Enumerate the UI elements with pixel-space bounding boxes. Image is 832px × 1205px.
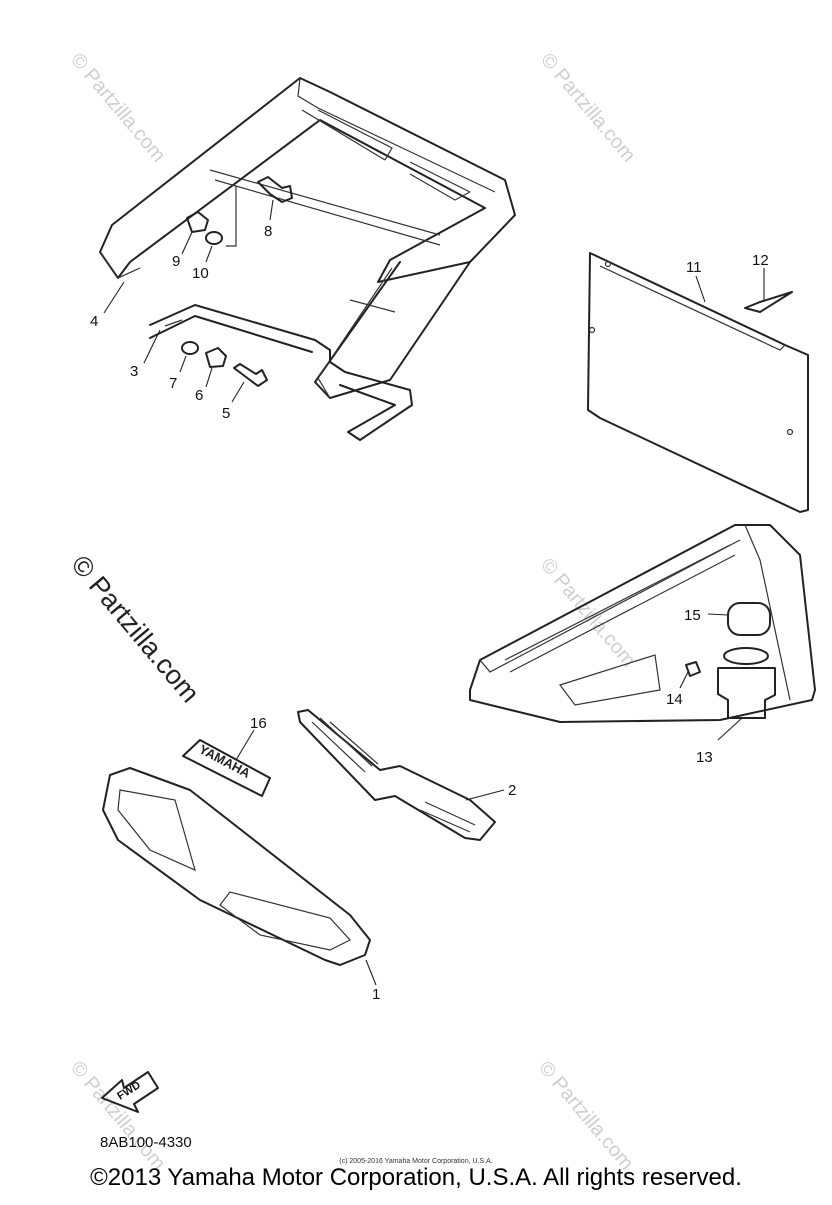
leader-lines xyxy=(103,199,765,986)
watermarks: © Partzilla.com © Partzilla.com © Partzi… xyxy=(65,49,639,1174)
copyright-notice: ©2013 Yamaha Motor Corporation, U.S.A. A… xyxy=(90,1164,742,1191)
bolt-8-icon xyxy=(257,176,293,203)
nut-9-icon xyxy=(186,211,209,233)
fasteners xyxy=(181,176,293,387)
small-copyright: (c) 2005-2016 Yamaha Motor Corporation, … xyxy=(339,1158,493,1165)
lamp-15-icon xyxy=(727,602,771,636)
callout-9: 9 xyxy=(172,253,180,270)
callout-12: 12 xyxy=(752,252,769,269)
callout-14: 14 xyxy=(666,691,683,708)
nut-6-icon xyxy=(205,347,227,368)
callout-3: 3 xyxy=(130,363,138,380)
watermark-bottom-right: © Partzilla.com xyxy=(534,1057,637,1174)
diagram-code: 8AB100-4330 xyxy=(100,1134,192,1151)
callout-1: 1 xyxy=(372,986,380,1003)
washer-10-icon xyxy=(205,231,223,245)
washer-7-icon xyxy=(181,341,199,355)
part-11-panel xyxy=(587,252,809,513)
part-12-clip xyxy=(744,291,793,313)
decal-text: YAMAHA xyxy=(197,741,254,781)
lamp-13-icon xyxy=(717,667,776,719)
rear-light-assembly xyxy=(469,524,816,723)
callout-labels: 1 2 3 4 5 6 7 8 9 10 11 12 13 14 15 16 xyxy=(90,223,769,1003)
watermark-top-left: © Partzilla.com xyxy=(66,49,169,166)
part-1-cover xyxy=(102,767,371,966)
callout-15: 15 xyxy=(684,607,701,624)
part-2-reflector xyxy=(297,709,496,841)
callout-11: 11 xyxy=(686,259,702,276)
watermark-bottom-left: © Partzilla.com xyxy=(66,1057,169,1174)
watermark-top-right: © Partzilla.com xyxy=(536,49,639,166)
callout-4: 4 xyxy=(90,313,98,330)
clip-14-icon xyxy=(685,661,701,677)
callout-16: 16 xyxy=(250,715,267,732)
callout-5: 5 xyxy=(222,405,230,422)
callout-2: 2 xyxy=(508,782,516,799)
callout-6: 6 xyxy=(195,387,203,404)
part-4-handle-frame xyxy=(99,77,516,399)
callout-7: 7 xyxy=(169,375,177,392)
watermark-large: © Partzilla.com xyxy=(65,550,205,709)
bolt-5-icon xyxy=(233,363,268,387)
callout-13: 13 xyxy=(696,749,713,766)
callout-10: 10 xyxy=(192,265,209,282)
callout-8: 8 xyxy=(264,223,272,240)
part-16-decal: YAMAHA xyxy=(182,739,271,797)
part-3-grab-rail xyxy=(149,304,413,441)
